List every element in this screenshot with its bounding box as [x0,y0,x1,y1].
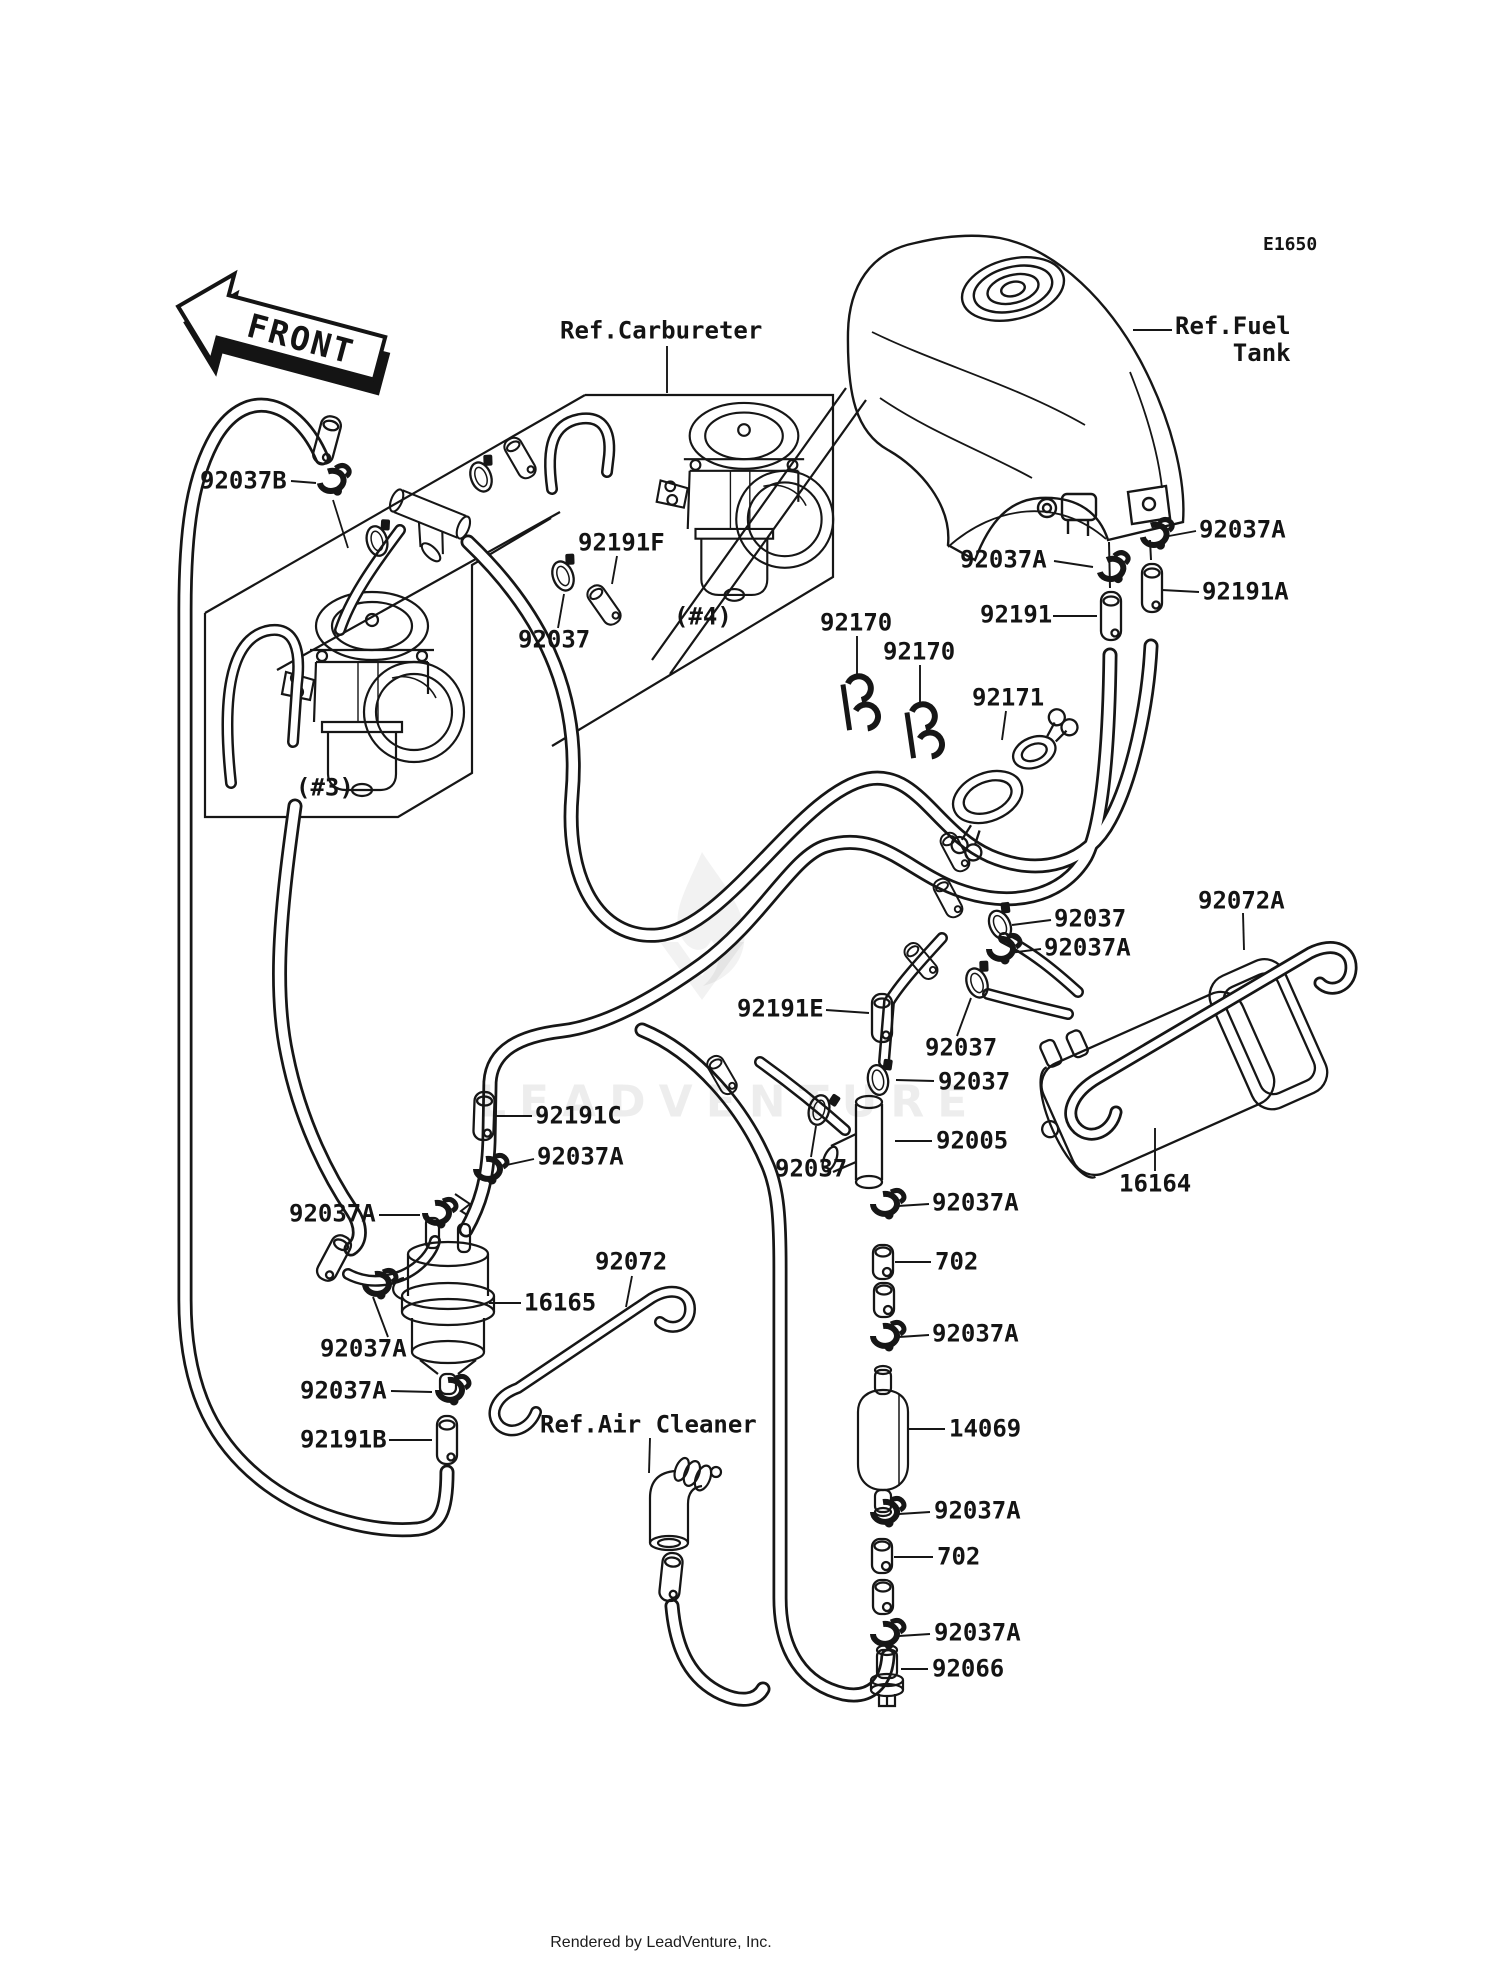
leader-line-92037a [1053,560,1094,568]
callout-92037a[interactable]: 92037A [537,1142,624,1171]
callout-92191f[interactable]: 92191F [578,528,665,557]
leader-line-92191a [1161,589,1200,593]
note-3: (#3) [296,773,354,802]
callout-92005[interactable]: 92005 [936,1126,1009,1155]
callout-92037[interactable]: 92037 [1054,904,1127,933]
callout-92037b[interactable]: 92037B [200,466,287,495]
front-arrow: FRONT [175,269,391,396]
callout-92037[interactable]: 92037 [775,1154,848,1183]
leader-line-92037a [372,1296,389,1338]
callout-702[interactable]: 702 [937,1542,981,1571]
hardware-parts [309,413,1176,1649]
callout-92037a[interactable]: 92037A [932,1319,1019,1348]
leader-line-92072a [1242,912,1245,951]
callout-92037a[interactable]: 92037A [300,1376,387,1405]
ref-label-refcarbureter[interactable]: Ref.Carbureter [560,316,763,345]
leader-line-92171 [1001,710,1007,741]
callout-92066[interactable]: 92066 [932,1654,1005,1683]
leader-line-92037 [810,1125,817,1158]
leader-line-92037a [390,1390,433,1393]
leader-line-92037 [557,593,565,629]
filter-14069-drawing [856,1364,910,1518]
callout-92170[interactable]: 92170 [820,608,893,637]
strap-92072a-drawing [1064,941,1358,1141]
leader-line-92037a [898,1633,931,1637]
leader-line-92072 [625,1275,633,1308]
leader-line-92037 [895,1079,935,1082]
leader-line-92037a [1168,530,1197,537]
leader-line-92037a [1008,948,1042,954]
leader-line-92191e [825,1009,870,1014]
callout-92072a[interactable]: 92072A [1198,886,1285,915]
air-cleaner-elbow-drawing [648,1456,723,1552]
callout-92191[interactable]: 92191 [980,600,1053,629]
callout-92037a[interactable]: 92037A [960,545,1047,574]
callout-92037a[interactable]: 92037A [1199,515,1286,544]
callout-92037a[interactable]: 92037A [934,1618,1021,1647]
ref-label-refaircleaner[interactable]: Ref.Air Cleaner [540,1410,757,1439]
separator-16165-drawing [392,1216,496,1396]
watermark-text: LEADVENTURE [478,1076,981,1128]
leader-line-92037a [898,1511,931,1515]
callout-92037a[interactable]: 92037A [932,1188,1019,1217]
callout-16164[interactable]: 16164 [1119,1169,1192,1198]
leader-line-92037 [956,997,972,1037]
callout-92037[interactable]: 92037 [518,625,591,654]
callout-92171[interactable]: 92171 [972,683,1045,712]
callout-92037a[interactable]: 92037A [320,1334,407,1363]
leader-line-92037a [898,1334,930,1338]
note-4: (#4) [674,602,732,631]
callout-92072[interactable]: 92072 [595,1247,668,1276]
callout-92037a[interactable]: 92037A [289,1199,376,1228]
leader-line-refaircleaner [648,1437,651,1474]
plug-92066-drawing [869,1643,905,1708]
page-code: E1650 [1263,234,1318,255]
canister-16164-drawing [1039,958,1329,1179]
callout-92037a[interactable]: 92037A [1044,933,1131,962]
callout-92191a[interactable]: 92191A [1202,577,1289,606]
callout-16165[interactable]: 16165 [524,1288,597,1317]
callout-702[interactable]: 702 [935,1247,979,1276]
callout-14069[interactable]: 14069 [949,1414,1022,1443]
fuel-tank-drawing [846,234,1185,589]
callout-92170[interactable]: 92170 [883,637,956,666]
leader-line-92037 [1011,919,1052,926]
carburetor-3-drawing [280,590,466,798]
leader-line-92191f [611,555,618,585]
callout-92037[interactable]: 92037 [925,1033,998,1062]
leader-line-92037a [897,1203,930,1207]
callout-92191c[interactable]: 92191C [535,1101,622,1130]
leader-lines [290,329,1245,1670]
hoses [177,397,1159,1707]
leader-line-92037b [290,480,317,484]
bracket-92072-drawing [488,1285,697,1437]
leader-line-92037a [501,1158,535,1167]
callout-92037[interactable]: 92037 [938,1067,1011,1096]
callout-92191e[interactable]: 92191E [737,994,824,1023]
gasket-92171-drawing [950,708,1079,862]
ref-label-reffueltank[interactable]: Ref.Fuel Tank [1175,312,1291,367]
callout-92191b[interactable]: 92191B [300,1425,387,1454]
footer-credit: Rendered by LeadVenture, Inc. [550,1934,772,1951]
callout-92037a[interactable]: 92037A [934,1496,1021,1525]
